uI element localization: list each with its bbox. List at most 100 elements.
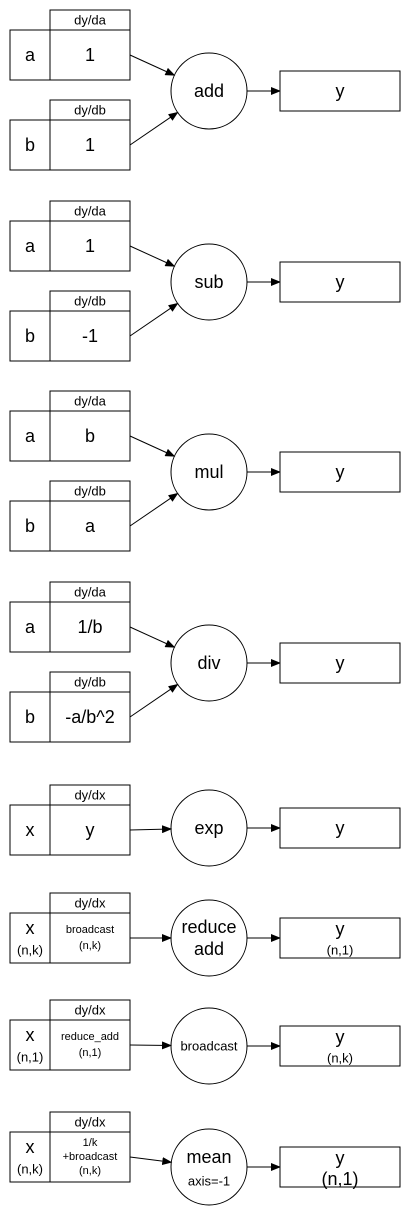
input-var-box (9, 1131, 51, 1183)
grad-value: -1 (82, 326, 98, 346)
input-var-box (9, 29, 51, 81)
input-var-label: b (25, 135, 35, 155)
input-arrow (129, 435, 176, 457)
output-box (279, 1025, 401, 1067)
input-var-box (9, 804, 51, 856)
input-var-box (9, 310, 51, 362)
grad-value: 1/k+broadcast(n,k) (63, 1137, 118, 1177)
grad-header-label: dy/dx (74, 1003, 106, 1018)
grad-header-label: dy/da (74, 585, 107, 600)
input-var-shape: (n,1) (17, 1050, 44, 1065)
input-var-box (9, 1019, 51, 1071)
output-box (279, 917, 401, 959)
op-sublabel: axis=-1 (188, 1174, 230, 1189)
grad-value: 1 (85, 45, 95, 65)
input-arrow (129, 626, 176, 648)
input-var-box (9, 410, 51, 462)
grad-value-box (49, 119, 131, 171)
op-block-div: div dy/da a 1/b dy/db b -a/b^2 y (9, 581, 401, 743)
op-label: mul (194, 462, 223, 482)
output-var-label: y (336, 1027, 345, 1047)
input-var-label: b (25, 326, 35, 346)
op-block-broadcast: broadcastdy/dxx(n,1)reduce_add(n,1)y(n,k… (9, 999, 401, 1085)
op-node-mean (170, 1128, 248, 1206)
op-block-mean: mean axis=-1 dy/dx x (n,k) 1/k+broadcast(n,k)… (9, 1111, 401, 1206)
grad-value-box (49, 1131, 131, 1183)
grad-value-box (49, 310, 131, 362)
output-box (279, 70, 401, 112)
grad-header-label: dy/da (74, 13, 107, 28)
op-label: exp (194, 818, 223, 838)
output-var-label: y (336, 81, 345, 101)
output-box (279, 1146, 401, 1188)
grad-header-label: dy/db (74, 103, 106, 118)
input-var-shape: (n,k) (17, 943, 43, 958)
op-label: add (194, 81, 224, 101)
grad-value: b (85, 426, 95, 446)
grad-value: y (86, 820, 95, 840)
input-arrow (129, 111, 179, 146)
op-label: mean (186, 1147, 231, 1167)
grad-value: -a/b^2 (65, 707, 114, 727)
grad-value-box (49, 601, 131, 653)
input-arrow (129, 1041, 173, 1050)
input-arrow (129, 492, 179, 527)
grad-value-box (49, 912, 131, 964)
grad-value-box (49, 1019, 131, 1071)
grad-header-label: dy/db (74, 294, 106, 309)
input-arrow (129, 54, 176, 76)
grad-value-box (49, 410, 131, 462)
output-box (279, 807, 401, 849)
output-var-shape: (n,1) (327, 943, 354, 958)
grad-header-label: dy/dx (74, 1115, 106, 1130)
op-node-reduce-add (170, 899, 248, 977)
input-var-label: a (25, 617, 36, 637)
grad-header-label: dy/db (74, 484, 106, 499)
grad-value: reduce_add(n,1) (61, 1031, 119, 1059)
output-var-shape: (n,1) (321, 1169, 358, 1189)
input-var-label: b (25, 707, 35, 727)
input-var-label: a (25, 45, 36, 65)
output-var-shape: (n,k) (327, 1051, 353, 1066)
input-arrow (129, 1156, 173, 1166)
input-var-box (9, 119, 51, 171)
op-block-add: add dy/da a 1 dy/db b 1 y (9, 9, 401, 171)
output-var-label: y (336, 462, 345, 482)
grad-header-label: dy/db (74, 675, 106, 690)
grad-value-box (49, 500, 131, 552)
output-var-label: y (336, 1148, 345, 1168)
grad-value: 1 (85, 236, 95, 256)
output-box (279, 451, 401, 493)
input-var-box (9, 500, 51, 552)
input-var-label: b (25, 516, 35, 536)
input-arrow (129, 245, 176, 267)
input-var-label: x (26, 918, 35, 938)
input-var-label: x (26, 1137, 35, 1157)
grad-header-label: dy/dx (74, 788, 106, 803)
input-var-label: a (25, 236, 36, 256)
grad-value: broadcast(n,k) (66, 924, 114, 952)
grad-value-box (49, 220, 131, 272)
input-var-label: a (25, 426, 36, 446)
input-var-shape: (n,k) (17, 1162, 43, 1177)
output-var-label: y (336, 919, 345, 939)
grad-value: 1/b (77, 617, 102, 637)
input-arrow (129, 302, 179, 337)
grad-header-label: dy/dx (74, 896, 106, 911)
grad-value: 1 (85, 135, 95, 155)
op-label: div (197, 653, 220, 673)
op-label: broadcast (180, 1039, 237, 1054)
input-arrow (129, 825, 173, 834)
input-var-box (9, 220, 51, 272)
output-box (279, 642, 401, 684)
output-var-label: y (336, 653, 345, 673)
input-var-label: x (26, 820, 35, 840)
output-box (279, 261, 401, 303)
op-label: sub (194, 272, 223, 292)
